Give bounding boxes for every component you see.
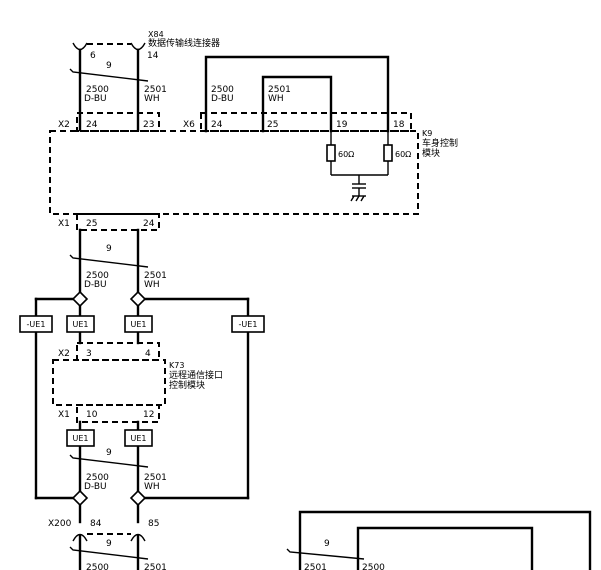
x84-pin-6: 6 xyxy=(90,51,96,61)
svg-text:UE1: UE1 xyxy=(73,434,89,443)
k73-name-line2: 控制模块 xyxy=(169,379,205,391)
twist-count-4: 9 xyxy=(106,539,112,549)
x200-pin-84: 84 xyxy=(90,519,102,529)
option-box-ue1-right: UE1 xyxy=(124,315,153,333)
k73-x2-label: X2 xyxy=(58,349,70,359)
wire-a-color-3: D-BU xyxy=(84,482,107,492)
wire-b-circuit-4: 2501 xyxy=(144,563,167,570)
wire-b-color-2: WH xyxy=(144,280,160,290)
x84-connector: X84 数据传输线连接器 6 14 xyxy=(72,30,220,61)
option-box-ue1-lower-right: UE1 xyxy=(124,429,153,447)
k9-name-line2: 模块 xyxy=(422,147,440,159)
k9-x1-label: X1 xyxy=(58,219,70,229)
x84-name: 数据传输线连接器 xyxy=(148,37,220,49)
x200-connector: X200 84 85 9 2500 2501 xyxy=(48,519,167,570)
option-box-ue1-lower-left: UE1 xyxy=(66,429,95,447)
k73-lower-wires: 9 2500 D-BU 2501 WH xyxy=(69,420,167,524)
k9-splice-wires: 9 2500 D-BU 2501 WH xyxy=(69,228,167,295)
splice-diamond-upper-right xyxy=(129,290,147,308)
k9-x1-pin-25: 25 xyxy=(86,219,97,229)
wire-a-circuit-3: 2500 xyxy=(86,473,109,483)
x84-pin-14: 14 xyxy=(147,51,159,61)
k73-ref: K73 xyxy=(169,361,184,370)
twist-count-5: 9 xyxy=(324,539,330,549)
k73-telematics-module: X2 3 4 K73 远程通信接口 控制模块 X1 10 12 xyxy=(52,342,223,423)
k9-x6-label: X6 xyxy=(183,120,195,130)
k9-x6-pin-24: 24 xyxy=(211,120,223,130)
k73-x1-pin-10: 10 xyxy=(86,410,98,420)
svg-text:-UE1: -UE1 xyxy=(27,320,46,329)
wire-a-circuit-4: 2500 xyxy=(86,563,109,570)
x200-pin-85: 85 xyxy=(148,519,159,529)
splice-diamond-lower-left xyxy=(71,489,89,507)
wire-a-circuit-5: 2500 xyxy=(362,563,385,570)
lower-right-circuit: 9 2501 2500 xyxy=(286,510,592,570)
splice-diamond-lower-right xyxy=(129,489,147,507)
k9-x2-pin-23: 23 xyxy=(143,120,154,130)
x84-k9-wires: 9 2500 D-BU 2501 WH xyxy=(69,48,167,132)
svg-text:-UE1: -UE1 xyxy=(239,320,258,329)
resistor-left-value: 60Ω xyxy=(338,150,354,159)
k9-x2-label: X2 xyxy=(58,120,70,130)
k9-body-control-module: K9 车身控制 模块 X2 24 23 X6 24 25 19 18 X1 25… xyxy=(49,112,458,231)
twist-count-3: 9 xyxy=(106,448,112,458)
k73-x2-pin-3: 3 xyxy=(86,349,92,359)
svg-text:UE1: UE1 xyxy=(131,320,147,329)
k73-x1-pin-12: 12 xyxy=(143,410,154,420)
svg-text:UE1: UE1 xyxy=(131,434,147,443)
option-box-inverse-right: -UE1 xyxy=(231,315,265,333)
svg-text:UE1: UE1 xyxy=(73,320,89,329)
k9-x6-loop-wires: 2500 D-BU 2501 WH xyxy=(204,55,390,133)
wire-b-circuit-x6: 2501 xyxy=(268,85,291,95)
option-box-inverse-left: -UE1 xyxy=(19,315,53,333)
k9-x6-pin-25: 25 xyxy=(267,120,278,130)
twist-count-2: 9 xyxy=(106,244,112,254)
k9-name-line1: 车身控制 xyxy=(422,137,458,149)
wire-a-color-1: D-BU xyxy=(84,94,107,104)
k73-x2-pin-4: 4 xyxy=(145,349,151,359)
x84-ref: X84 xyxy=(148,30,164,39)
k9-x6-pin-19: 19 xyxy=(336,120,348,130)
x200-ref: X200 xyxy=(48,519,72,529)
splice-diamond-upper-left xyxy=(71,290,89,308)
termination-resistor-right xyxy=(383,144,393,162)
wire-b-color-1: WH xyxy=(144,94,160,104)
wire-b-circuit-5: 2501 xyxy=(304,563,327,570)
k9-ref: K9 xyxy=(422,129,432,138)
wire-b-color-x6: WH xyxy=(268,94,284,104)
wire-b-circuit-3: 2501 xyxy=(144,473,167,483)
termination-resistor-left xyxy=(326,144,336,162)
k73-x1-label: X1 xyxy=(58,410,70,420)
k73-name-line1: 远程通信接口 xyxy=(169,369,223,381)
wire-a-color-x6: D-BU xyxy=(211,94,234,104)
wire-b-color-3: WH xyxy=(144,482,160,492)
k9-x2-pin-24: 24 xyxy=(86,120,98,130)
wire-a-color-2: D-BU xyxy=(84,280,107,290)
k9-x6-pin-18: 18 xyxy=(393,120,405,130)
wire-b-circuit-2: 2501 xyxy=(144,271,167,281)
wire-a-circuit-2: 2500 xyxy=(86,271,109,281)
twist-count-1: 9 xyxy=(106,61,112,71)
option-box-ue1-left: UE1 xyxy=(66,315,95,333)
wire-a-circuit-x6: 2500 xyxy=(211,85,234,95)
k9-x1-pin-24: 24 xyxy=(143,219,155,229)
resistor-right-value: 60Ω xyxy=(395,150,411,159)
wire-b-circuit-1: 2501 xyxy=(144,85,167,95)
wire-a-circuit-1: 2500 xyxy=(86,85,109,95)
